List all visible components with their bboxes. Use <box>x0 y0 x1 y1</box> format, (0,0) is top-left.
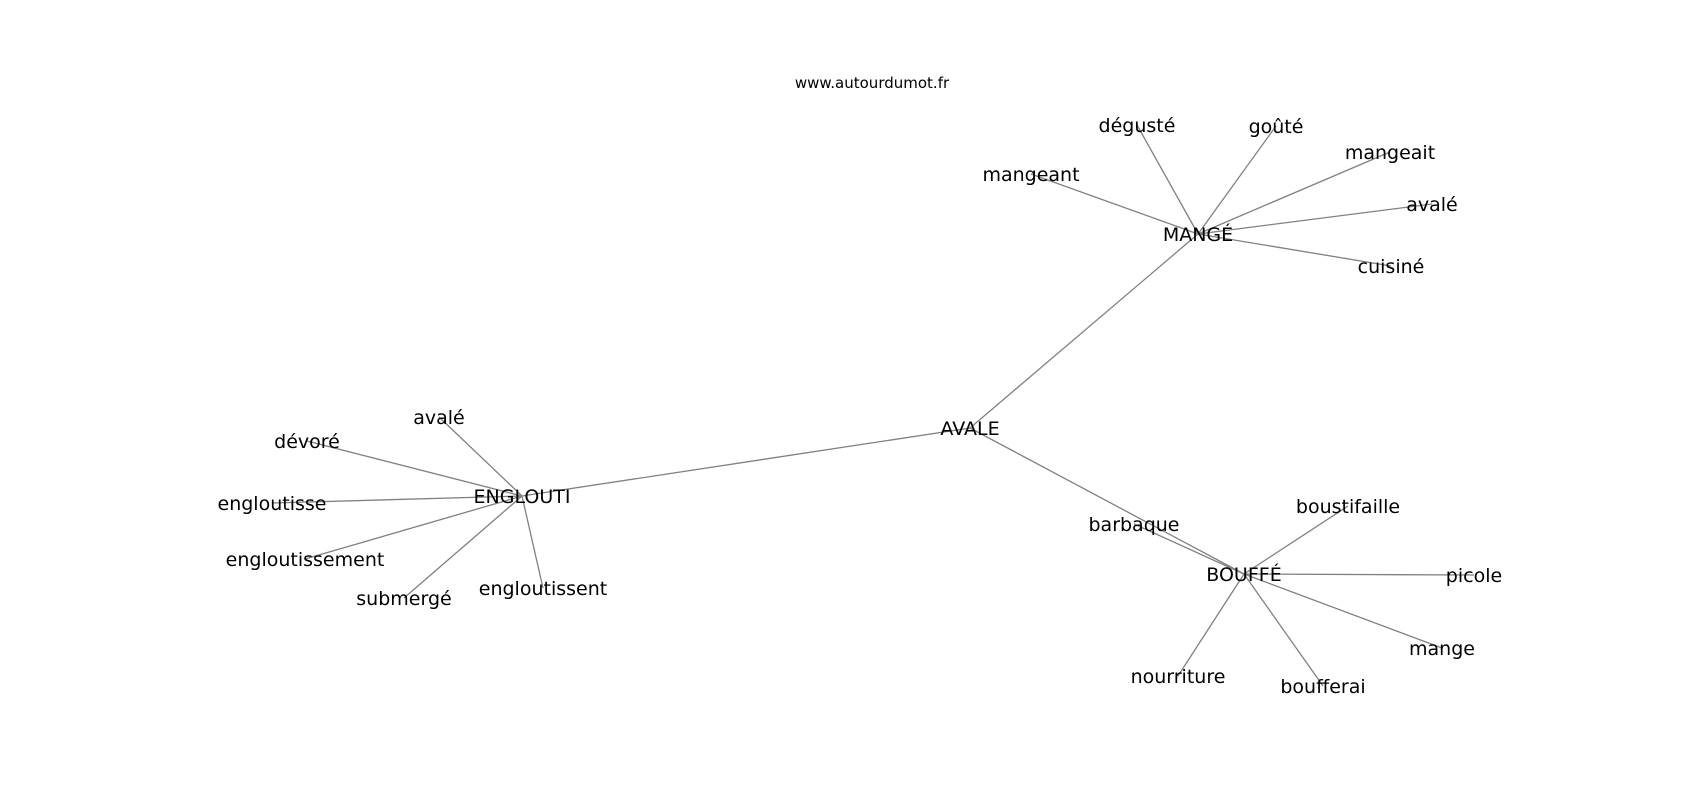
node-label-bouffe_hub: BOUFFÉ <box>1206 563 1281 586</box>
node-label-engloutisse: engloutisse <box>218 493 327 515</box>
edge-bouffe_hub-mange_b <box>1243 573 1443 649</box>
edge-mange_hub-mangeant <box>1030 173 1199 235</box>
edge-englouti_hub-engloutissement <box>304 495 523 560</box>
edge-mange_hub-cuisine <box>1197 233 1392 267</box>
edge-avale-mange_hub <box>969 233 1199 429</box>
node-label-avale_m: avalé <box>1406 194 1458 216</box>
source-credit: www.autourdumot.fr <box>795 74 950 92</box>
edge-englouti_hub-engloutisse <box>271 495 523 504</box>
node-label-mange_hub: MANGÉ <box>1163 223 1233 246</box>
node-label-nourriture: nourriture <box>1131 666 1226 688</box>
node-label-engloutissement: engloutissement <box>226 549 385 571</box>
edge-mange_hub-goute <box>1197 125 1277 235</box>
edge-englouti_hub-devore <box>306 440 523 497</box>
node-label-boustifaille: boustifaille <box>1296 496 1400 518</box>
node-label-mangeait: mangeait <box>1345 142 1435 164</box>
edge-bouffe_hub-picole <box>1243 573 1475 576</box>
graph-edges <box>271 124 1475 687</box>
node-label-submerge: submergé <box>356 588 451 610</box>
edge-englouti_hub-submerge <box>403 495 523 599</box>
node-label-avale_e: avalé <box>413 407 465 429</box>
node-label-avale: AVALE <box>940 418 999 440</box>
node-label-picole: picole <box>1446 565 1502 587</box>
node-label-cuisine: cuisiné <box>1358 256 1425 278</box>
edge-mange_hub-deguste <box>1136 124 1199 235</box>
node-label-devore: dévoré <box>274 431 340 453</box>
node-label-englouti_hub: ENGLOUTI <box>474 486 571 508</box>
node-label-boufferai: boufferai <box>1280 676 1365 698</box>
node-label-barbaque: barbaque <box>1088 514 1179 536</box>
edge-bouffe_hub-barbaque <box>1133 523 1245 575</box>
edge-bouffe_hub-boustifaille <box>1243 505 1349 575</box>
node-label-goute: goûté <box>1249 116 1304 138</box>
edge-mange_hub-mangeait <box>1197 151 1391 235</box>
edge-avale-bouffe_hub <box>969 427 1245 575</box>
node-label-engloutissent: engloutissent <box>479 578 607 600</box>
edge-englouti_hub-engloutissent <box>521 495 544 589</box>
edge-bouffe_hub-boufferai <box>1243 573 1324 687</box>
graph-nodes: AVALE MANGÉ ENGLOUTI BOUFFÉ mangeant dégusté g… <box>218 115 1503 698</box>
edge-englouti_hub-avale_e <box>438 416 523 497</box>
edge-mange_hub-avale_m <box>1197 203 1433 235</box>
node-label-mange_b: mange <box>1409 638 1475 660</box>
edge-avale-englouti_hub <box>521 427 971 497</box>
node-label-deguste: dégusté <box>1099 115 1176 137</box>
node-label-mangeant: mangeant <box>982 164 1079 186</box>
edge-bouffe_hub-nourriture <box>1177 573 1245 677</box>
